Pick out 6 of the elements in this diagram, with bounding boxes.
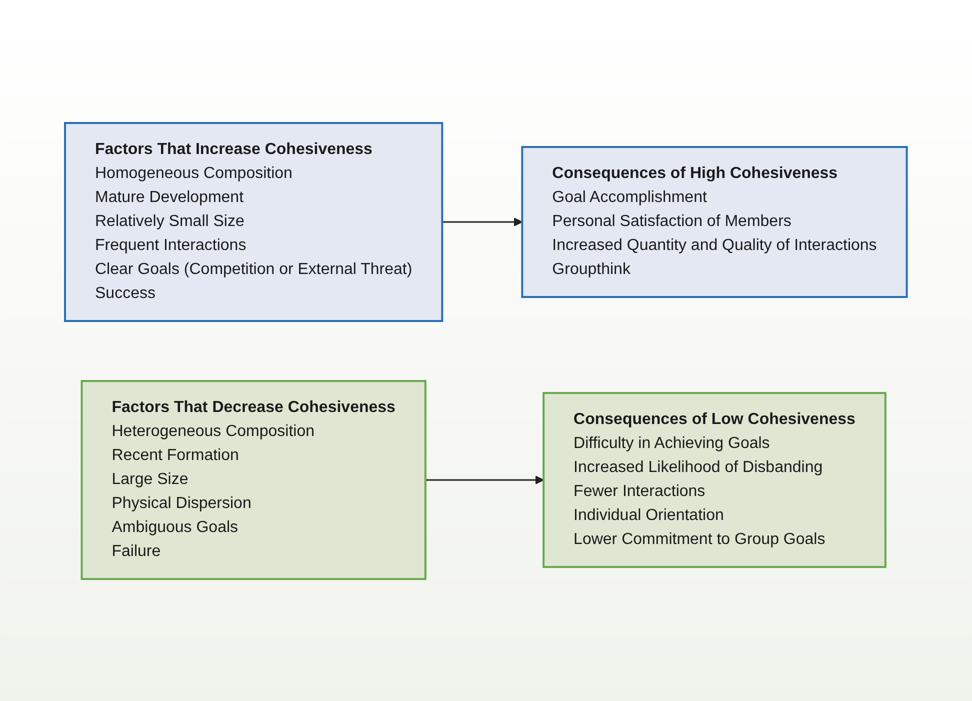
node-box: Factors That Decrease Cohesiveness Heterogeneous Composition Recent Formation Large Size Physical Dispersion Ambiguous Goals Failure xyxy=(80,380,427,580)
node-box: Factors That Increase Cohesiveness Homogeneous Composition Mature Development Relatively Small Size Frequent Interactions Clear Goals (Competition or External Threat) Success xyxy=(64,122,444,322)
arrow xyxy=(426,475,544,484)
arrow xyxy=(442,217,523,226)
node-box: Consequences of High Cohesiveness Goal Accomplishment Personal Satisfaction of Members Increased Quantity and Quality of Interactions Groupthink xyxy=(521,146,908,298)
node-box: Consequences of Low Cohesiveness Difficulty in Achieving Goals Increased Likelihood of Disbanding Fewer Interactions Individual Orientation Lower Commitment to Group Goals xyxy=(542,392,886,568)
